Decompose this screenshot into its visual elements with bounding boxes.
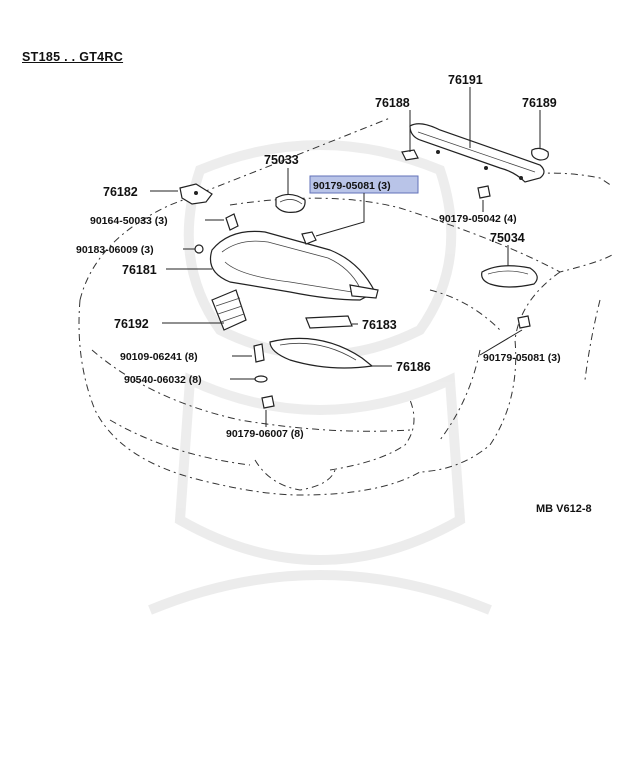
label-76189[interactable]: 76189 [522,96,557,110]
model-title: ST185 . . GT4RC [22,50,124,64]
watermark-logo [148,140,492,615]
part-labels: 76191 76188 76189 75033 90179-05081 (3) … [76,73,561,440]
leader-lines [150,87,541,427]
label-90183-06009[interactable]: 90183-06009 (3) [76,244,154,256]
spoiler-76191-shape [409,123,545,183]
label-90179-05081-right[interactable]: 90179-05081 (3) [483,352,561,364]
strip-76183-shape [305,315,353,329]
label-90540-06032[interactable]: 90540-06032 (8) [124,374,202,386]
clip-76189-shape [531,147,549,161]
mesh-76192-shape [211,289,247,331]
fasteners [194,185,531,409]
duct-75034-shape [481,265,538,288]
label-90179-06007[interactable]: 90179-06007 (8) [226,428,304,440]
car-body-outline [78,117,613,496]
label-76181[interactable]: 76181 [122,263,157,277]
diagram-reference: MB V612-8 [536,503,592,515]
label-75033[interactable]: 75033 [264,153,299,167]
label-76192[interactable]: 76192 [114,317,149,331]
label-76183[interactable]: 76183 [362,318,397,332]
scoop-76181-shape [209,230,379,301]
label-90164-50033[interactable]: 90164-50033 (3) [90,215,168,227]
label-90179-05081-highlighted[interactable]: 90179-05081 (3) [313,180,391,192]
label-76182[interactable]: 76182 [103,185,138,199]
label-75034[interactable]: 75034 [490,231,525,245]
label-76191[interactable]: 76191 [448,73,483,87]
label-90109-06241[interactable]: 90109-06241 (8) [120,351,198,363]
label-90179-05042[interactable]: 90179-05042 (4) [439,213,517,225]
label-76186[interactable]: 76186 [396,360,431,374]
bracket-76182-shape [179,183,213,205]
label-76188[interactable]: 76188 [375,96,410,110]
duct-75033-shape [275,193,306,213]
panel-76186-shape [269,337,374,369]
